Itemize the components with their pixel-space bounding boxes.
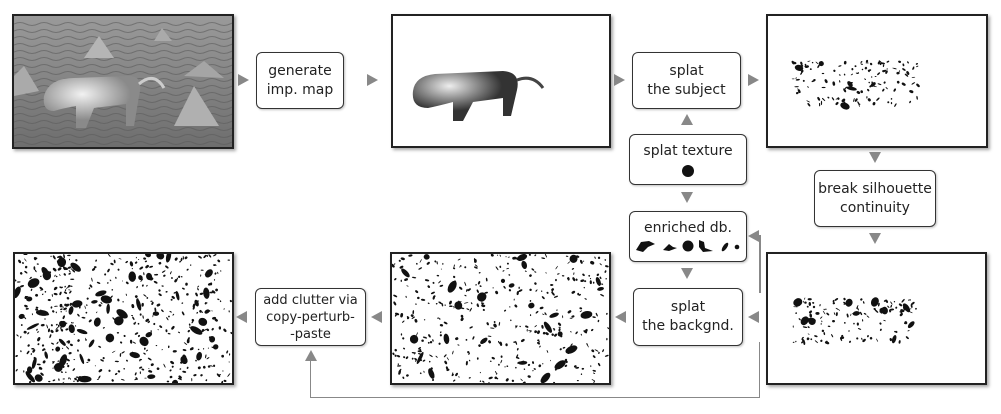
splat-subject-step: splat the subject — [632, 52, 741, 109]
generate-importance-map-step: generate imp. map — [256, 52, 344, 109]
step-label: add clutter via — [263, 292, 358, 308]
broken-silhouette-image — [792, 297, 917, 345]
importance-map-panel — [391, 14, 611, 148]
step-label: splat texture — [643, 143, 733, 159]
break-silhouette-step: break silhouette continuity — [814, 170, 936, 227]
scene-image — [14, 16, 232, 147]
arrow-right-icon — [614, 74, 625, 86]
broken-silhouette-panel — [766, 252, 987, 385]
connector-line — [757, 235, 761, 237]
arrow-right-icon — [367, 74, 378, 86]
connector-line — [310, 397, 760, 398]
step-label: copy-perturb- — [266, 309, 355, 325]
arrow-left-icon — [615, 311, 626, 323]
splat-background-step: splat the backgnd. — [633, 288, 743, 346]
splatted-background-panel — [390, 252, 611, 385]
arrow-left-icon — [748, 311, 759, 323]
arrow-right-icon — [238, 74, 249, 86]
circle-splat-icon — [682, 165, 694, 177]
splat-shapes-icon — [636, 240, 740, 252]
step-label: the subject — [647, 81, 726, 98]
step-label: imp. map — [266, 81, 334, 98]
connector-line — [759, 342, 760, 398]
splatted-subject-image — [791, 59, 920, 110]
arrow-up-icon — [305, 350, 317, 361]
arrow-down-icon — [681, 192, 693, 203]
arrow-left-icon — [236, 311, 247, 323]
connector-line — [310, 360, 311, 398]
arrow-right-icon — [748, 74, 759, 86]
step-label: -paste — [290, 326, 331, 342]
step-label: continuity — [840, 199, 910, 216]
splatted-subject-panel — [766, 14, 988, 148]
step-label: break silhouette — [818, 180, 932, 197]
splatted-background-image — [392, 254, 609, 383]
arrow-up-icon — [681, 114, 693, 125]
arrow-down-icon — [869, 152, 881, 163]
splat-texture-step: splat texture — [629, 134, 747, 185]
arrow-left-icon — [748, 230, 759, 242]
step-label: generate — [268, 62, 332, 79]
arrow-down-icon — [681, 268, 693, 279]
final-clutter-image — [15, 254, 232, 383]
input-scene-render — [12, 14, 234, 149]
arrow-down-icon — [869, 233, 881, 244]
final-clutter-panel — [13, 252, 234, 385]
step-label: enriched db. — [644, 220, 732, 236]
step-label: the backgnd. — [642, 318, 734, 334]
step-label: splat — [670, 299, 706, 315]
connector-line — [759, 236, 761, 293]
arrow-left-icon — [371, 311, 382, 323]
enriched-db-step: enriched db. — [629, 211, 747, 262]
subject-image — [412, 71, 545, 121]
step-label: splat — [669, 62, 704, 79]
